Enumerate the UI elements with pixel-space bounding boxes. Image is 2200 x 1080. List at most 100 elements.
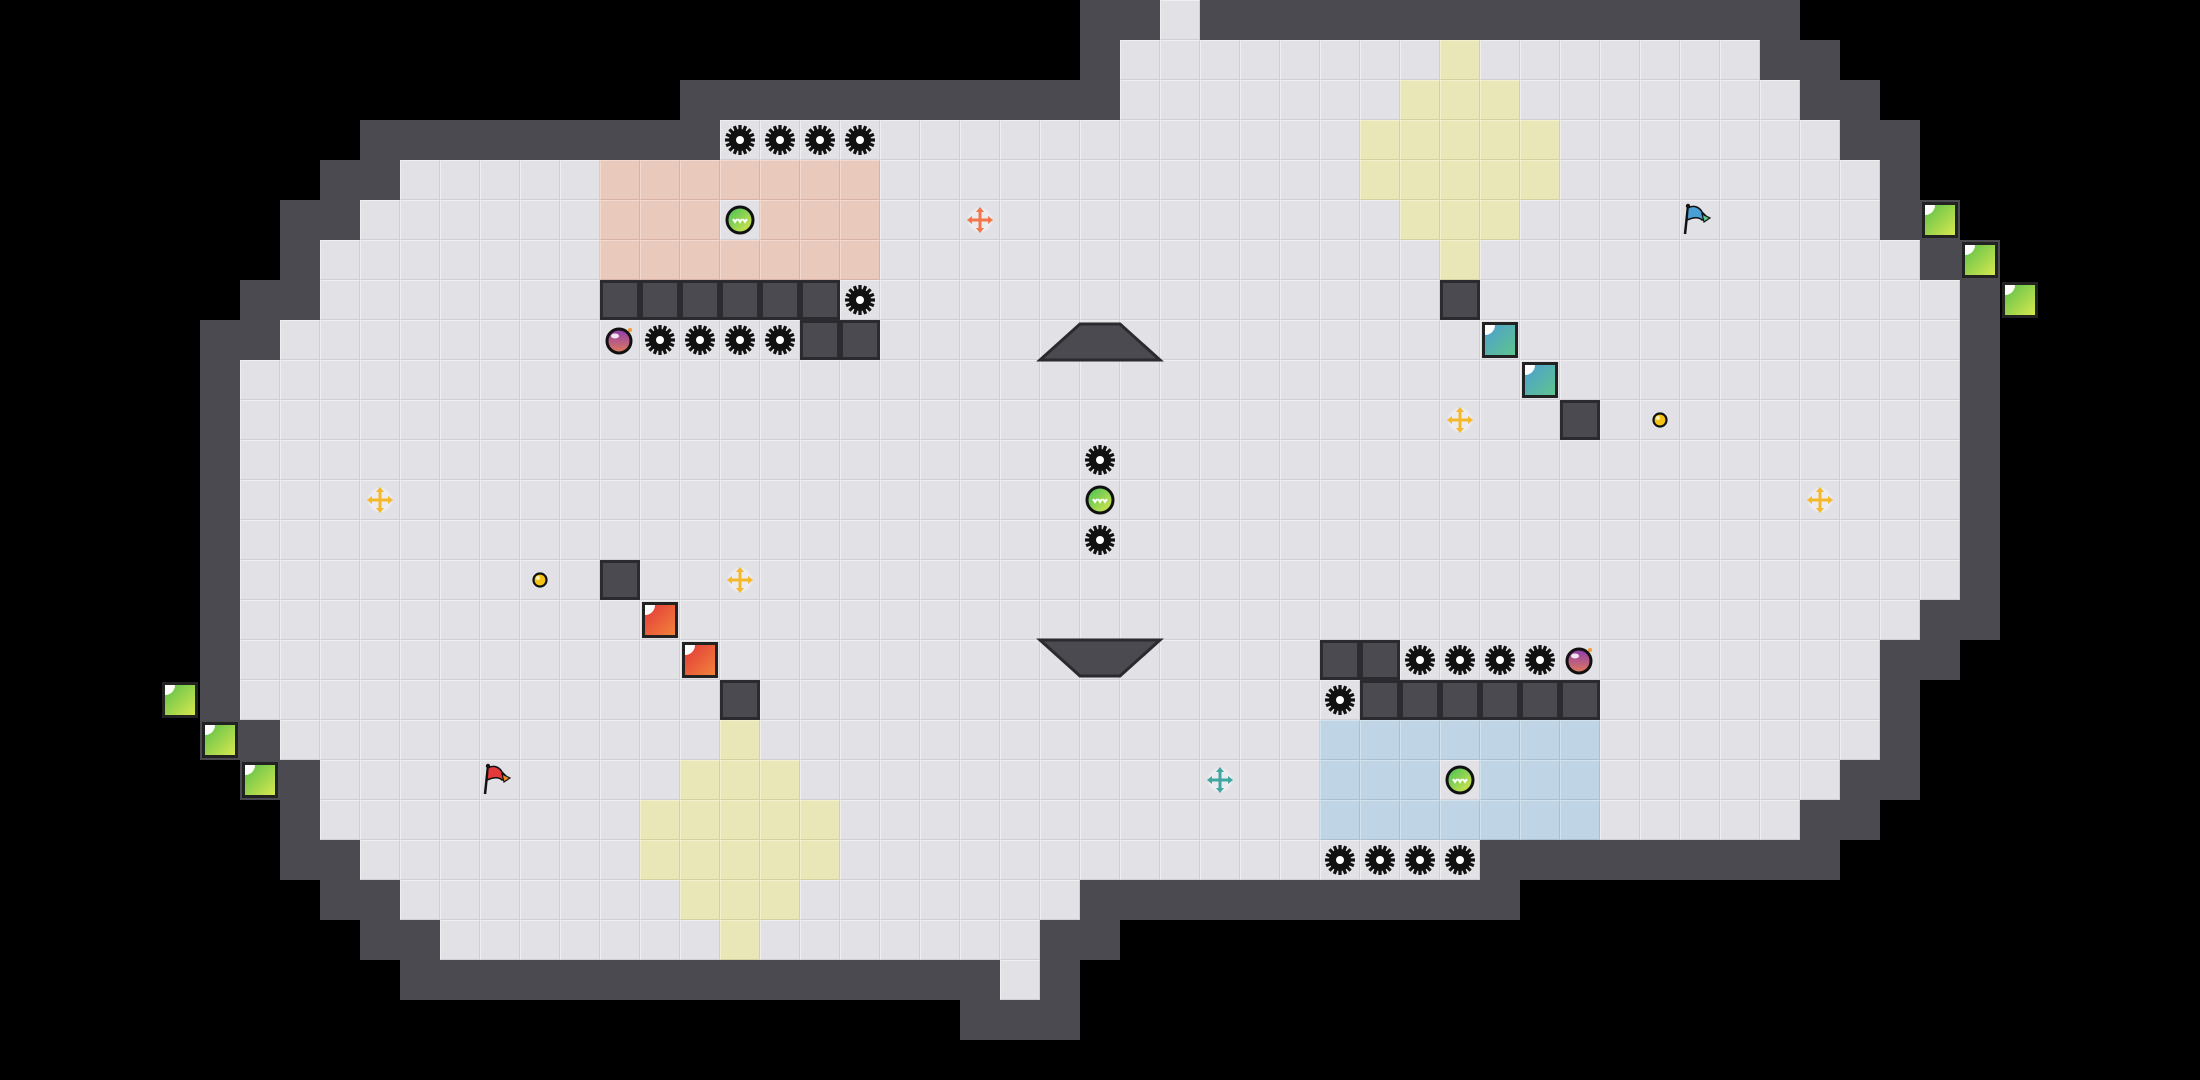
floor-tile: [440, 200, 480, 240]
wall-tile: [200, 680, 240, 720]
floor-tile: [1600, 520, 1640, 560]
green-orb-creature[interactable]: [1080, 480, 1120, 520]
floor-tile: [1000, 920, 1040, 960]
yellow-zone-tile: [1400, 200, 1440, 240]
floor-tile: [560, 800, 600, 840]
green-orb-creature[interactable]: [720, 200, 760, 240]
blue-goal-flag[interactable]: [1680, 200, 1720, 240]
teal-pushable-block[interactable]: [1482, 322, 1518, 358]
floor-tile: [400, 800, 440, 840]
yellow-move-cross-pickup[interactable]: [1800, 480, 1840, 520]
wall-tile: [1960, 360, 2000, 400]
floor-tile: [960, 120, 1000, 160]
coin-icon: [1652, 412, 1668, 428]
floor-tile: [560, 840, 600, 880]
floor-tile: [1280, 440, 1320, 480]
floor-tile: [1040, 360, 1080, 400]
red-pushable-block[interactable]: [642, 602, 678, 638]
floor-tile: [1320, 40, 1360, 80]
green-pushable-block[interactable]: [242, 762, 278, 798]
gear-icon: [1405, 645, 1435, 675]
wall-tile: [960, 1000, 1000, 1040]
floor-tile: [640, 760, 680, 800]
red-pushable-block[interactable]: [682, 642, 718, 678]
wall-tile: [200, 600, 240, 640]
floor-tile: [1800, 320, 1840, 360]
floor-tile: [1400, 560, 1440, 600]
gear-icon: [1485, 645, 1515, 675]
red-goal-flag[interactable]: [480, 760, 520, 800]
floor-tile: [1240, 640, 1280, 680]
floor-tile: [1320, 600, 1360, 640]
teal-move-cross-pickup[interactable]: [1200, 760, 1240, 800]
floor-tile: [1240, 720, 1280, 760]
floor-tile: [1280, 320, 1320, 360]
yellow-move-cross-pickup[interactable]: [720, 560, 760, 600]
floor-tile: [1680, 280, 1720, 320]
floor-tile: [1120, 320, 1160, 360]
floor-tile: [1760, 480, 1800, 520]
floor-tile: [480, 640, 520, 680]
floor-tile: [1600, 800, 1640, 840]
floor-tile: [1840, 320, 1880, 360]
green-pushable-block[interactable]: [162, 682, 198, 718]
floor-tile: [1000, 840, 1040, 880]
floor-tile: [1240, 840, 1280, 880]
green-orb-creature[interactable]: [1440, 760, 1480, 800]
green-pushable-block[interactable]: [202, 722, 238, 758]
blue-zone-tile: [1320, 760, 1360, 800]
floor-tile: [960, 520, 1000, 560]
wall-tile: [640, 960, 680, 1000]
floor-tile: [560, 760, 600, 800]
inner-wall-block: [800, 320, 840, 360]
floor-tile: [1200, 600, 1240, 640]
wall-tile: [1920, 240, 1960, 280]
floor-tile: [880, 560, 920, 600]
floor-tile: [640, 720, 680, 760]
bomb[interactable]: [1560, 640, 1600, 680]
gear-icon: [1445, 645, 1475, 675]
floor-tile: [680, 480, 720, 520]
floor-tile: [400, 160, 440, 200]
yellow-move-cross-pickup[interactable]: [360, 480, 400, 520]
blue-zone-tile: [1440, 800, 1480, 840]
floor-tile: [1440, 600, 1480, 640]
floor-tile: [1640, 640, 1680, 680]
floor-tile: [1360, 200, 1400, 240]
floor-tile: [1240, 240, 1280, 280]
gear-icon: [685, 325, 715, 355]
floor-tile: [1840, 160, 1880, 200]
bomb[interactable]: [600, 320, 640, 360]
floor-tile: [1720, 120, 1760, 160]
yellow-move-cross-pickup[interactable]: [1440, 400, 1480, 440]
floor-tile: [240, 680, 280, 720]
floor-tile: [1000, 520, 1040, 560]
wall-tile: [1480, 880, 1520, 920]
floor-tile: [1160, 400, 1200, 440]
gear-icon: [845, 125, 875, 155]
floor-tile: [1720, 200, 1760, 240]
floor-tile: [1200, 240, 1240, 280]
floor-tile: [1360, 440, 1400, 480]
yellow-zone-tile: [680, 800, 720, 840]
green-pushable-block[interactable]: [1962, 242, 1998, 278]
teal-pushable-block[interactable]: [1522, 362, 1558, 398]
floor-tile: [1720, 520, 1760, 560]
floor-tile: [280, 680, 320, 720]
floor-tile: [320, 520, 360, 560]
floor-tile: [1080, 240, 1120, 280]
orange-move-cross-pickup[interactable]: [960, 200, 1000, 240]
floor-tile: [1200, 840, 1240, 880]
coin-pickup[interactable]: [520, 560, 560, 600]
wall-tile: [1840, 80, 1880, 120]
floor-tile: [1800, 760, 1840, 800]
wall-tile: [1160, 880, 1200, 920]
green-pushable-block[interactable]: [1922, 202, 1958, 238]
green-pushable-block[interactable]: [2002, 282, 2038, 318]
floor-tile: [1640, 560, 1680, 600]
floor-tile: [1680, 720, 1720, 760]
floor-tile: [360, 840, 400, 880]
coin-pickup[interactable]: [1640, 400, 1680, 440]
floor-tile: [1840, 280, 1880, 320]
wall-tile: [1480, 0, 1520, 40]
